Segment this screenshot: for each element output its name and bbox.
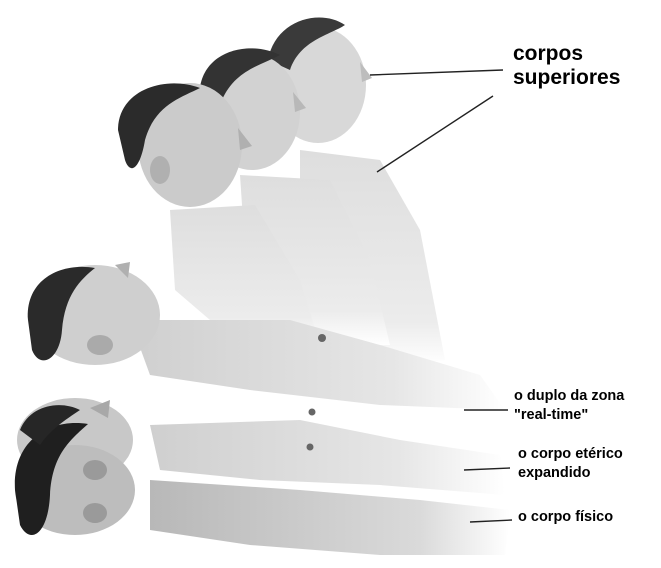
label-physical-body-line-1: o corpo físico	[518, 508, 613, 527]
leader-line-upper-bodies-2	[377, 96, 493, 172]
leader-line-upper-bodies-1	[370, 70, 503, 75]
label-realtime-double-line-1: o duplo da zona	[514, 387, 624, 406]
label-upper-bodies-line-1: corpos	[513, 42, 620, 66]
label-etheric-body-line-1: o corpo etérico	[518, 445, 623, 464]
label-realtime-double-line-2: "real-time"	[514, 406, 624, 425]
label-upper-bodies-line-2: superiores	[513, 66, 620, 90]
label-etheric-body: o corpo etérico expandido	[518, 445, 623, 483]
label-physical-body: o corpo físico	[518, 508, 613, 527]
label-realtime-double: o duplo da zona "real-time"	[514, 387, 624, 425]
label-etheric-body-line-2: expandido	[518, 464, 623, 483]
label-upper-bodies: corpos superiores	[513, 42, 620, 90]
